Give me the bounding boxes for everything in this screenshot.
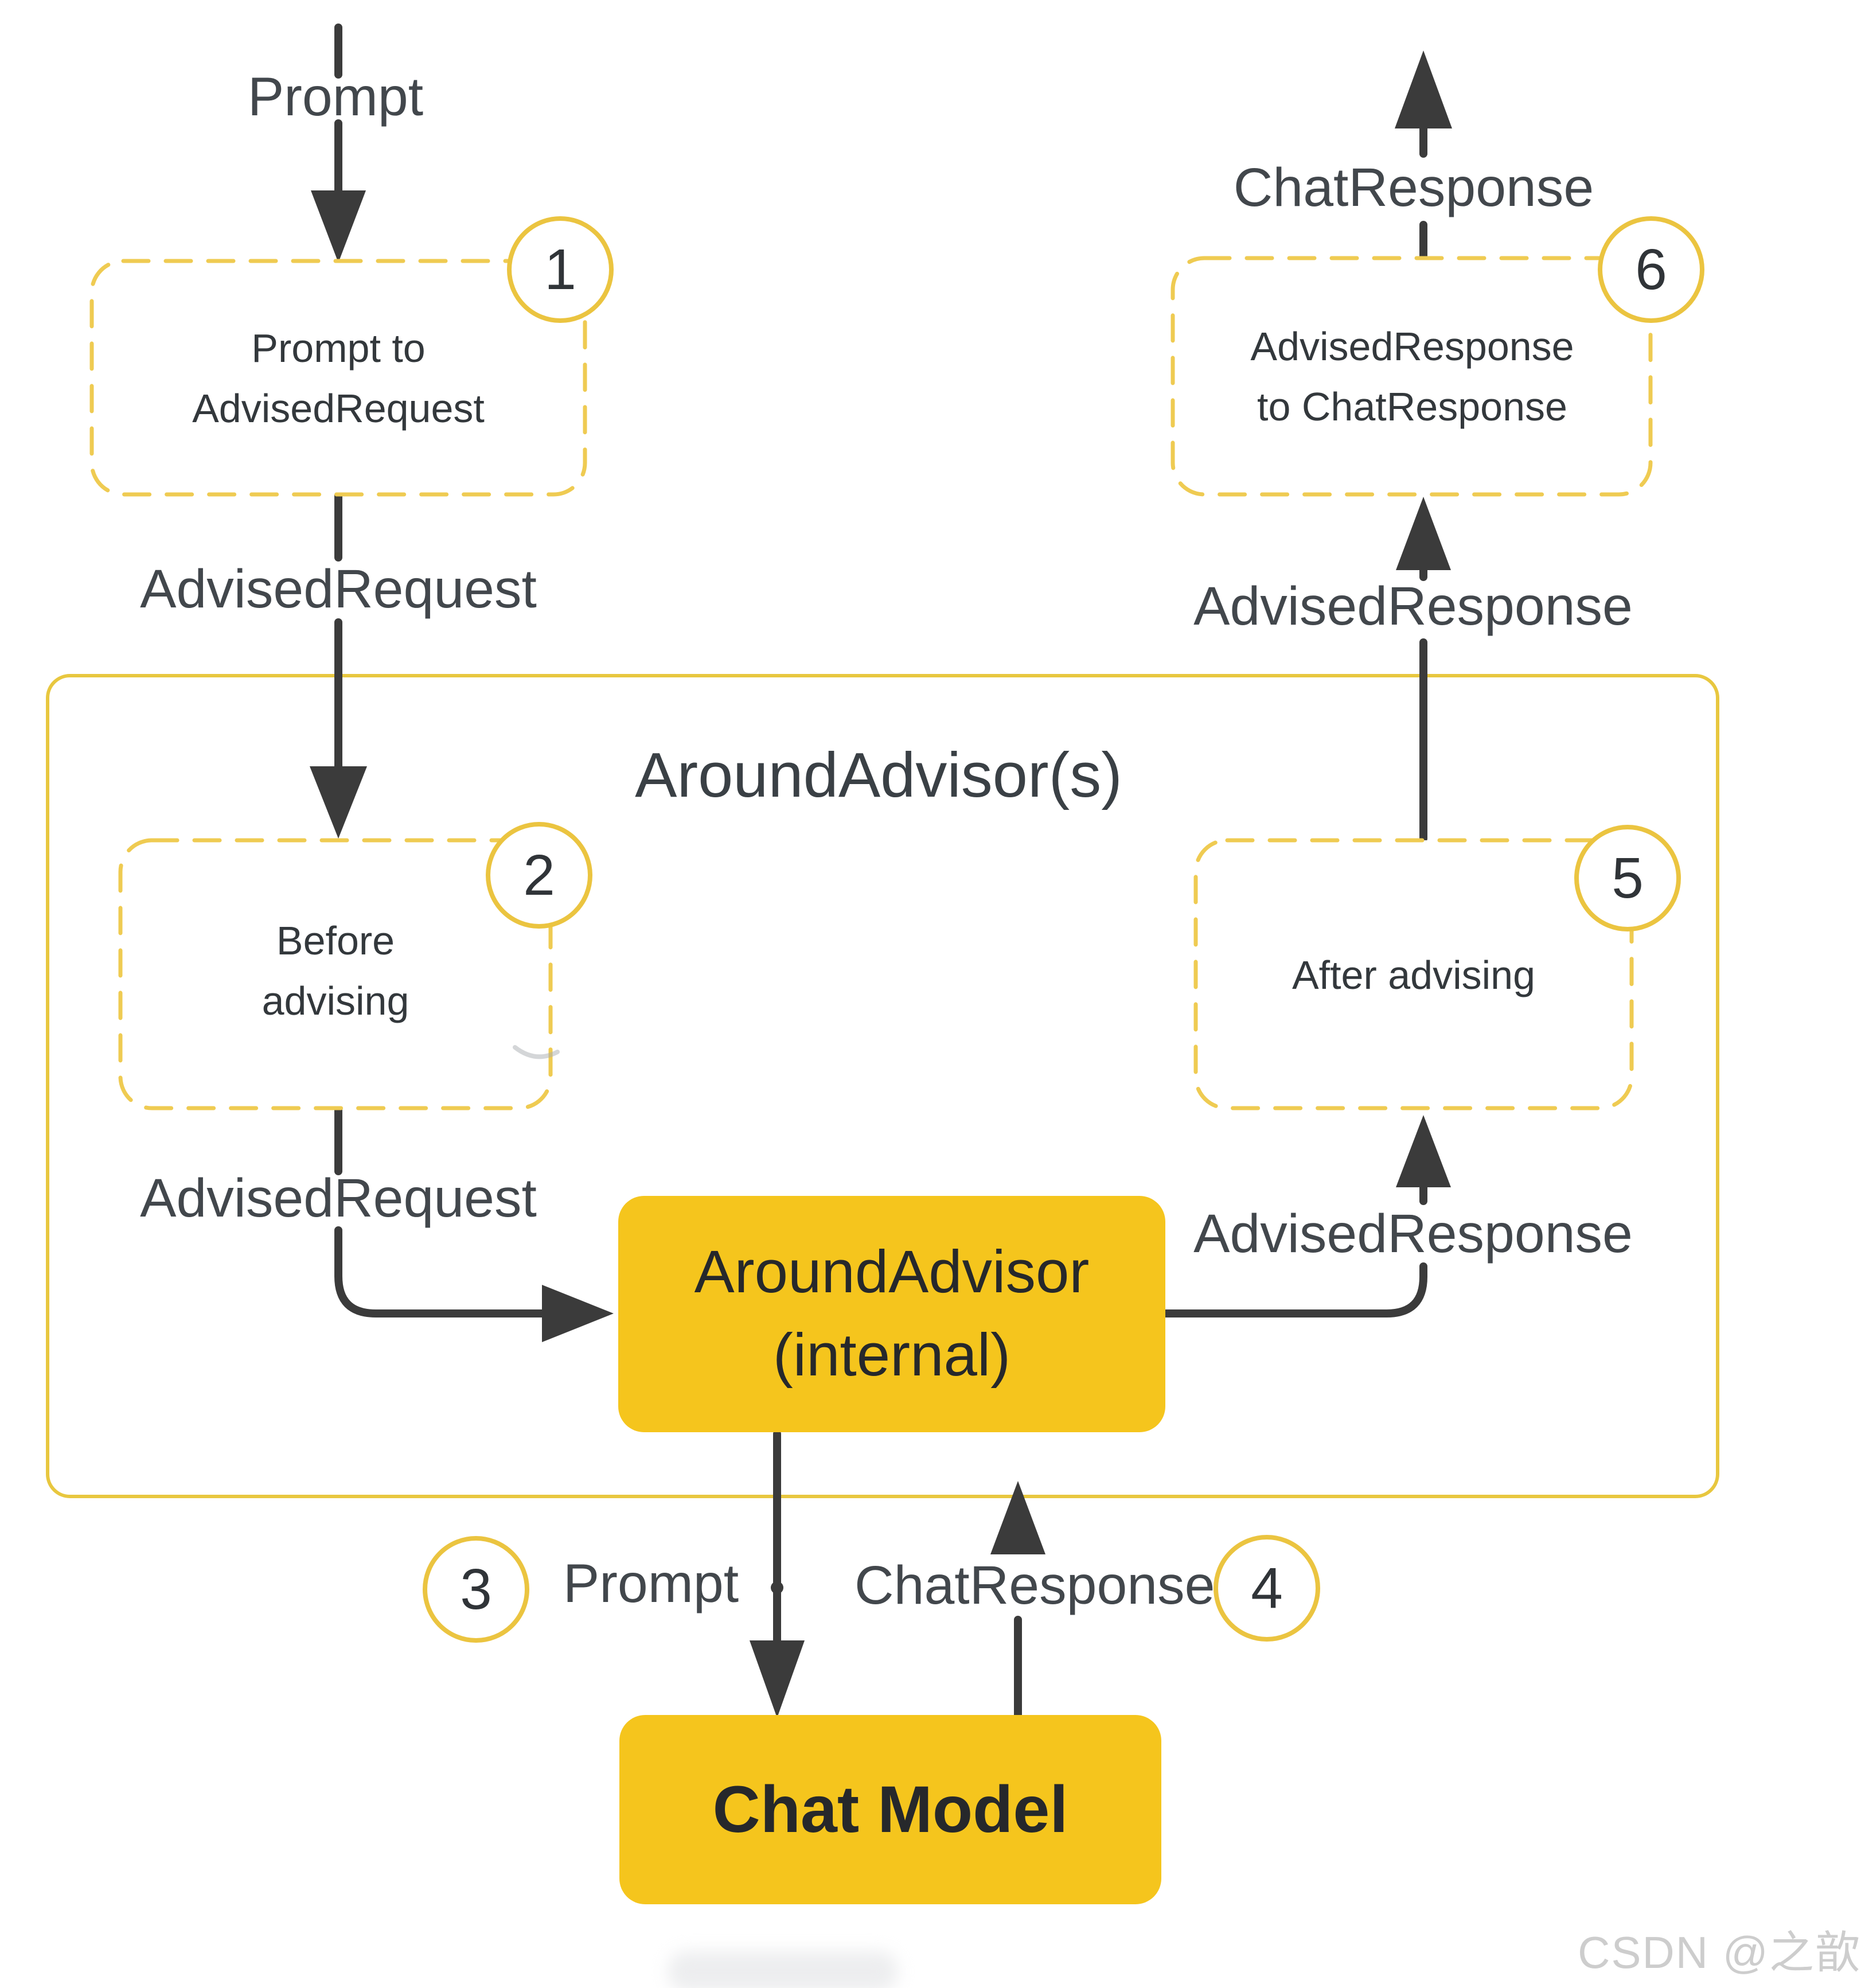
- step2-box: [118, 838, 553, 1110]
- step2-title-line2: advising: [262, 979, 409, 1023]
- arrowhead-into-step5: [1396, 1115, 1451, 1187]
- step6-title: AdvisedResponse to ChatResponse: [1190, 317, 1634, 437]
- arrowhead-into-step6: [1396, 497, 1451, 570]
- container-title: AroundAdvisor(s): [635, 740, 1122, 810]
- prompt-line-dot: [771, 1581, 783, 1594]
- label-prompt-bottom: Prompt: [563, 1553, 739, 1614]
- badge-step-6: 6: [1598, 216, 1704, 323]
- step2-title-line1: Before: [276, 918, 395, 963]
- arrowhead-into-internal: [542, 1285, 614, 1342]
- badge-step-4: 4: [1214, 1535, 1320, 1642]
- step1-title-line1: Prompt to: [251, 326, 426, 371]
- internal-node-line2: (internal): [772, 1322, 1011, 1389]
- elbow-to-internal: [334, 1226, 569, 1317]
- arrowhead-into-internal-bottom: [990, 1481, 1045, 1554]
- badge-step-3: 3: [423, 1536, 529, 1643]
- step1-title: Prompt to AdvisedRequest: [120, 318, 556, 439]
- arrowhead-chatresponse-out: [1395, 50, 1452, 128]
- faint-bottom-watermark: [668, 1951, 898, 1988]
- badge-step-2: 2: [486, 822, 592, 929]
- badge-step-1: 1: [507, 216, 614, 323]
- label-chatresponse-bottom: ChatResponse: [855, 1555, 1215, 1616]
- label-prompt-top: Prompt: [247, 67, 424, 127]
- label-advisedresponse-upper: AdvisedResponse: [1193, 576, 1633, 637]
- badge-step-5: 5: [1574, 825, 1681, 931]
- elbow-from-internal: [1161, 1262, 1427, 1317]
- step6-title-line2: to ChatResponse: [1257, 384, 1567, 429]
- arrowhead-into-step2: [310, 766, 367, 839]
- chat-model-label: Chat Model: [712, 1773, 1068, 1846]
- around-advisor-internal-node: AroundAdvisor (internal): [618, 1196, 1165, 1432]
- label-chatresponse-top: ChatResponse: [1233, 157, 1594, 218]
- chat-model-node: Chat Model: [619, 1715, 1161, 1904]
- label-advisedrequest-lower: AdvisedRequest: [140, 1168, 537, 1229]
- step1-box: [89, 259, 587, 497]
- step5-title: After advising: [1207, 945, 1620, 1005]
- step6-box: [1170, 256, 1653, 497]
- arrowhead-into-step1: [311, 190, 366, 263]
- csdn-watermark: CSDN @之歆: [1578, 1927, 1861, 1978]
- erased-text-artifact: [513, 1045, 560, 1059]
- label-advisedresponse-mid: AdvisedResponse: [1193, 1203, 1633, 1264]
- step5-box: [1193, 838, 1634, 1110]
- step5-title-line1: After advising: [1292, 953, 1536, 997]
- label-advisedrequest-upper: AdvisedRequest: [140, 559, 537, 619]
- arrowhead-into-chatmodel: [750, 1640, 805, 1718]
- step1-title-line2: AdvisedRequest: [192, 386, 485, 431]
- internal-node-line1: AroundAdvisor: [694, 1238, 1090, 1306]
- step6-title-line1: AdvisedResponse: [1250, 324, 1574, 369]
- step2-title: Before advising: [149, 911, 522, 1031]
